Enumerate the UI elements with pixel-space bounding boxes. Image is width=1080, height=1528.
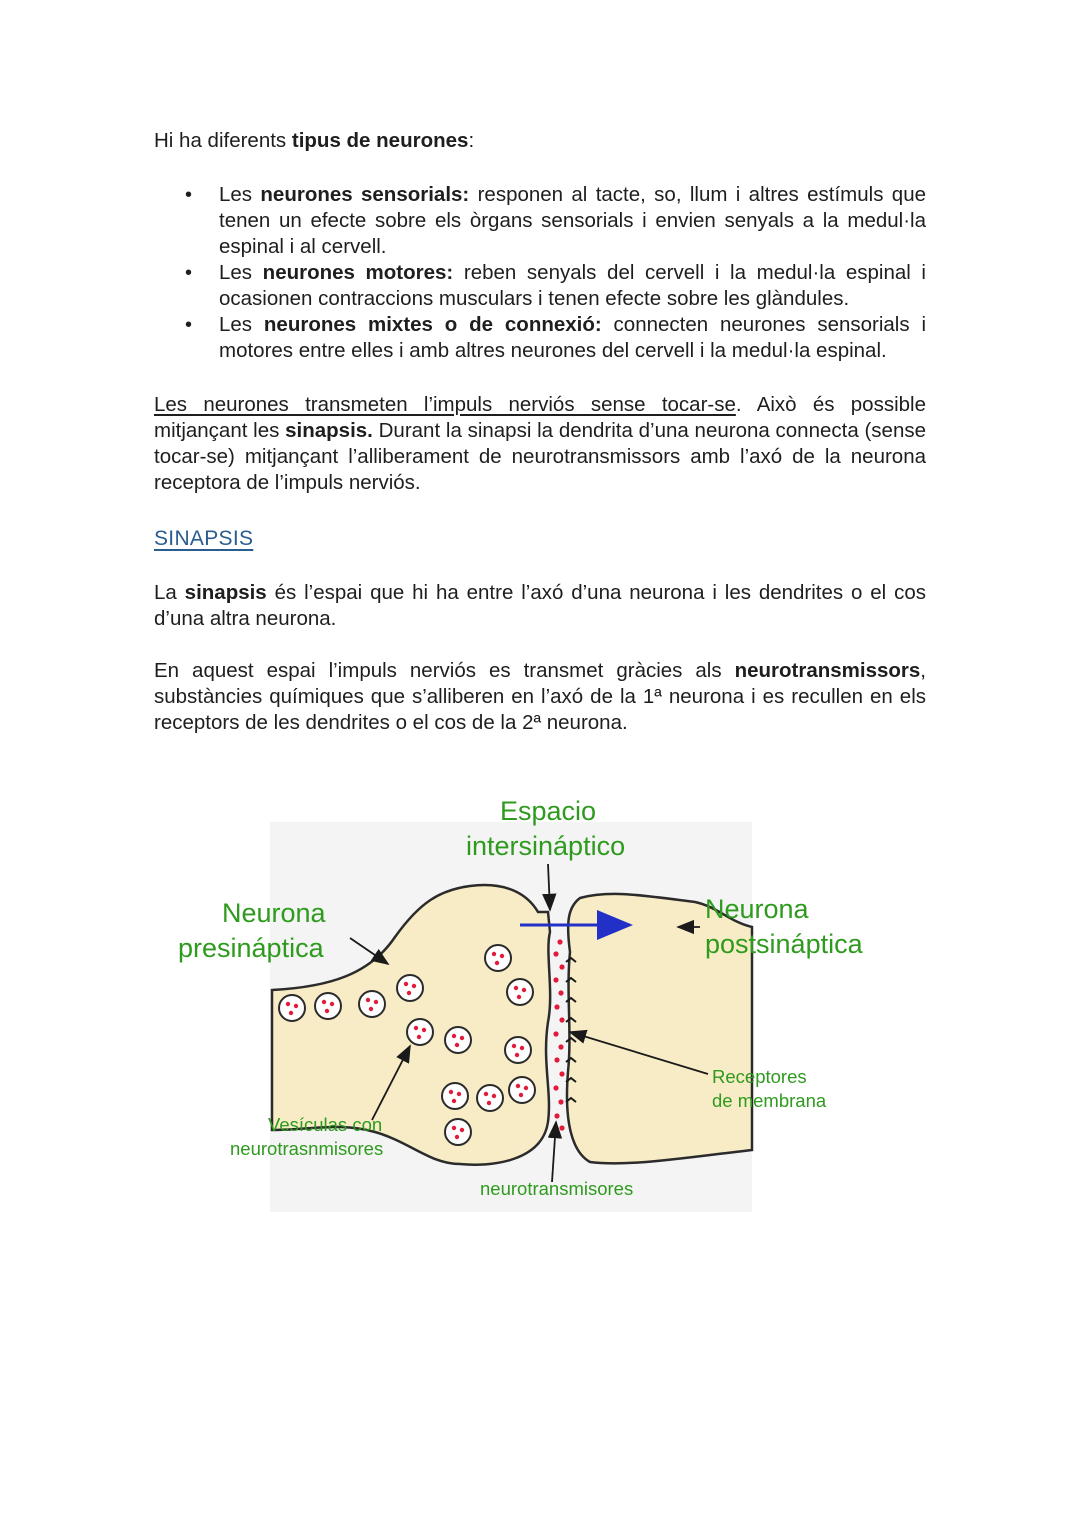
label-receptors-1: Receptores [712,1066,807,1087]
types-intro: Hi ha diferents tipus de neurones: [154,129,475,152]
label-postsynaptic-1: Neurona [705,894,809,924]
label-vesicles-2: neurotrasnmisores [230,1138,384,1159]
vesicles [278,944,536,1146]
list-item: •Les neurones mixtes o de connexió: conn… [185,313,926,362]
label-presynaptic-1: Neurona [222,898,326,928]
synapse-illustration [270,822,754,1212]
postsynaptic-membrane [565,892,754,1165]
label-gap-2: intersináptico [466,831,626,861]
list-item: •Les neurones sensorials: responen al ta… [185,183,926,258]
bullet-icon: • [185,184,193,206]
transmission-paragraph: Les neurones transmeten l’impuls nerviós… [154,393,926,494]
label-presynaptic-2: presináptica [178,933,324,963]
bullet-icon: • [185,314,193,336]
vesicle-contents [285,951,529,1140]
label-neurotransmitters: neurotransmisores [480,1178,634,1199]
neuron-types-list: •Les neurones sensorials: responen al ta… [154,182,926,364]
synapse-space-paragraph: En aquest espai l’impuls nerviós es tran… [154,659,926,734]
synapse-definition: La sinapsis és l’espai que hi ha entre l… [154,581,927,630]
label-postsynaptic-2: postsináptica [705,929,863,959]
label-vesicles-1: Vesículas con [268,1114,383,1135]
label-receptors-2: de membrana [712,1090,827,1111]
label-pointers [349,863,709,1183]
synapse-diagram: Espacio intersináptico Neurona presinápt… [170,792,890,1222]
neurotransmitter-dots [553,939,565,1131]
list-item: •Les neurones motores: reben senyals del… [185,261,926,310]
document-body: Hi ha diferents tipus de neurones: •Les … [154,128,926,736]
section-heading: SINAPSIS [154,527,254,550]
label-gap-1: Espacio [500,796,597,826]
bullet-icon: • [185,262,193,284]
